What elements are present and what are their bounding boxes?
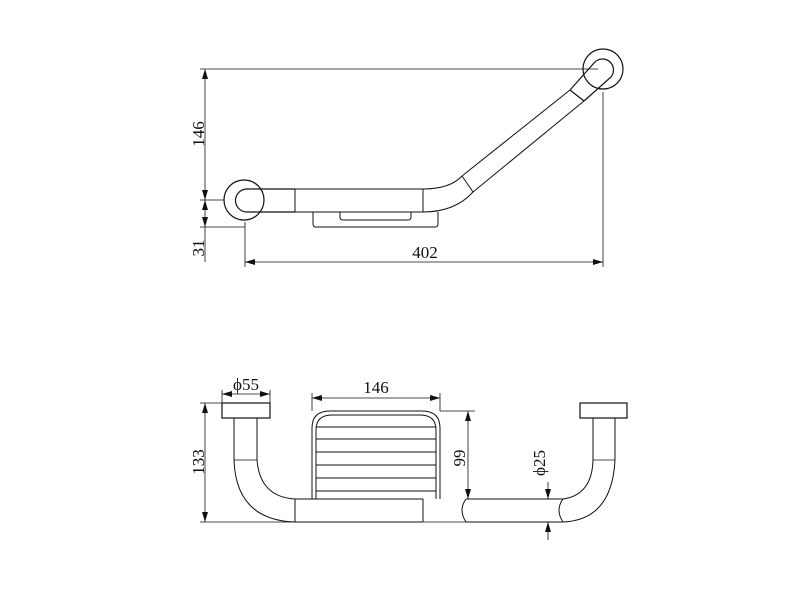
soap-basket: [311, 410, 441, 499]
right-post: [562, 418, 616, 523]
dim-height-133: 133: [189, 449, 208, 475]
soap-dish-inner: [339, 212, 412, 221]
angled-tube: [461, 89, 585, 193]
dim-length-402: 402: [412, 243, 438, 262]
bend: [422, 175, 474, 213]
grab-bar-top: [223, 48, 624, 228]
dim-basket-width: 146: [363, 378, 389, 397]
dim-offset-31: 31: [189, 240, 208, 257]
top-dimensions: 146 31 402: [189, 68, 604, 267]
straight-tube: [294, 188, 424, 213]
right-flange: [579, 402, 628, 419]
left-flange: [221, 402, 271, 419]
soap-dish-outer: [312, 212, 439, 228]
left-post: [233, 418, 296, 523]
right-tube: [461, 498, 564, 523]
straight-tube: [294, 498, 424, 523]
left-end-tube: [234, 188, 295, 213]
dim-flange-diameter: ϕ55: [233, 375, 259, 394]
top-view: 146 31 402: [189, 48, 624, 267]
dim-height-146: 146: [189, 121, 208, 147]
front-dimensions: ϕ55 146 133 99 ϕ25: [189, 375, 563, 540]
grab-bar-front: [221, 402, 628, 523]
dim-tube-diameter: ϕ25: [530, 450, 549, 476]
right-end-tube: [569, 58, 615, 102]
front-view: ϕ55 146 133 99 ϕ25: [189, 375, 628, 540]
dim-basket-height: 99: [450, 450, 469, 467]
left-flange: [223, 179, 265, 221]
